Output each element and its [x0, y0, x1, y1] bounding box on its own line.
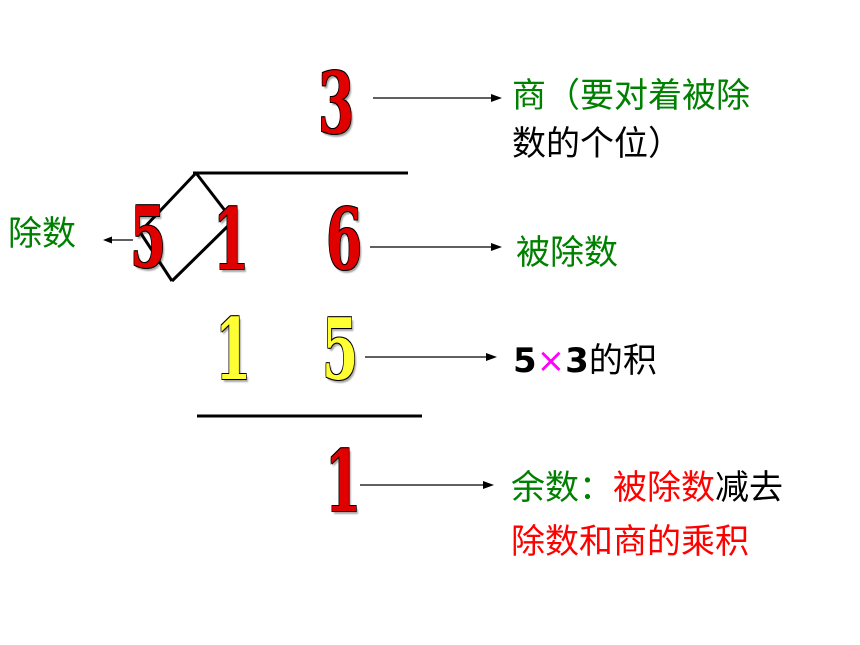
arrow-dividend-head — [491, 243, 502, 251]
dividend-label-text: 被除数 — [516, 233, 618, 273]
divisor-digit: 5 — [130, 188, 167, 287]
remainder-digit: 1 — [325, 432, 362, 531]
dividend-label: 被除数 — [516, 231, 618, 275]
times-sign-icon: × — [536, 341, 566, 381]
product-label-factor-a: 5 — [513, 341, 537, 381]
arrow-divisor-head — [103, 236, 112, 244]
divisor-label-text: 除数 — [8, 214, 76, 254]
division-bracket-lower-right — [170, 219, 235, 283]
arrow-product-head — [486, 353, 497, 361]
quotient-label-line2: 数的个位） — [512, 124, 682, 164]
product-label-suffix: 的积 — [588, 341, 657, 381]
division-bracket-left — [138, 171, 198, 234]
dividend-ones-digit: 6 — [326, 190, 363, 289]
remainder-label-continued: 除数和商的乘积 — [511, 520, 749, 564]
remainder-label-red: 被除数 — [613, 468, 715, 508]
divisor-label: 除数 — [8, 212, 76, 256]
remainder-label-black: 减去 — [715, 468, 783, 508]
quotient-label: 商（要对着被除 — [512, 74, 750, 118]
quotient-digit: 3 — [318, 54, 355, 153]
quotient-label-continued: 数的个位） — [512, 122, 682, 166]
remainder-label-line2: 除数和商的乘积 — [511, 522, 749, 562]
division-bracket-right — [194, 172, 235, 222]
product-label-factor-b: 3 — [565, 341, 589, 381]
product-tens-digit: 1 — [215, 300, 252, 399]
dividend-tens-digit: 1 — [213, 190, 250, 289]
remainder-label-green: 余数： — [511, 468, 613, 508]
product-ones-digit: 5 — [322, 300, 359, 399]
product-label: 5×3的积 — [513, 339, 657, 383]
division-bracket-lower-left — [138, 231, 174, 282]
quotient-label-line1: 商（要对着被除 — [512, 76, 750, 116]
arrow-quotient-head — [491, 94, 502, 102]
remainder-label: 余数：被除数减去 — [511, 466, 783, 510]
arrow-remainder-head — [483, 481, 494, 489]
